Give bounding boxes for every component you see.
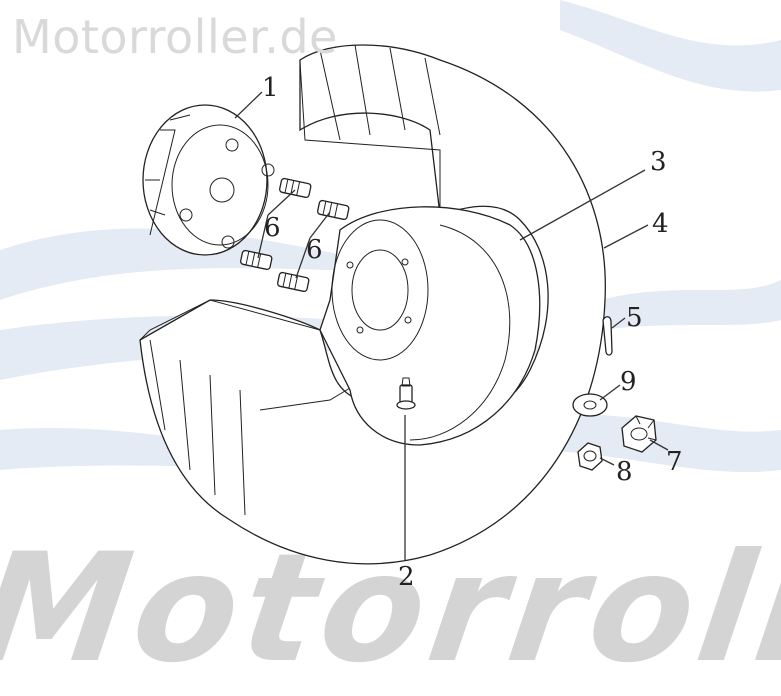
wheel-exploded-diagram: 1 2 3 4 5 6 6 7 8 9 [0, 0, 781, 592]
callout-4: 4 [652, 209, 669, 239]
cotter-pin-icon [602, 316, 613, 356]
callout-2: 2 [398, 562, 415, 592]
callout-7: 7 [666, 447, 683, 477]
castle-nut-icon [621, 415, 657, 453]
wheel-hub-icon [142, 104, 275, 256]
watermark-top: Motorroller.de [12, 10, 338, 64]
callout-1: 1 [262, 73, 279, 103]
callout-6-left: 6 [264, 213, 281, 243]
nut-icon [577, 442, 603, 471]
leader-lines [234, 91, 669, 560]
valve-icon [396, 377, 416, 410]
tire-icon [139, 44, 606, 565]
callout-8: 8 [616, 457, 633, 487]
wheel-stud-icon [239, 177, 350, 293]
callout-3: 3 [650, 147, 667, 177]
callout-6-right: 6 [306, 235, 323, 265]
rim-icon [319, 206, 541, 446]
callout-5: 5 [626, 303, 643, 333]
callout-9: 9 [620, 367, 637, 397]
washer-icon [572, 393, 608, 417]
